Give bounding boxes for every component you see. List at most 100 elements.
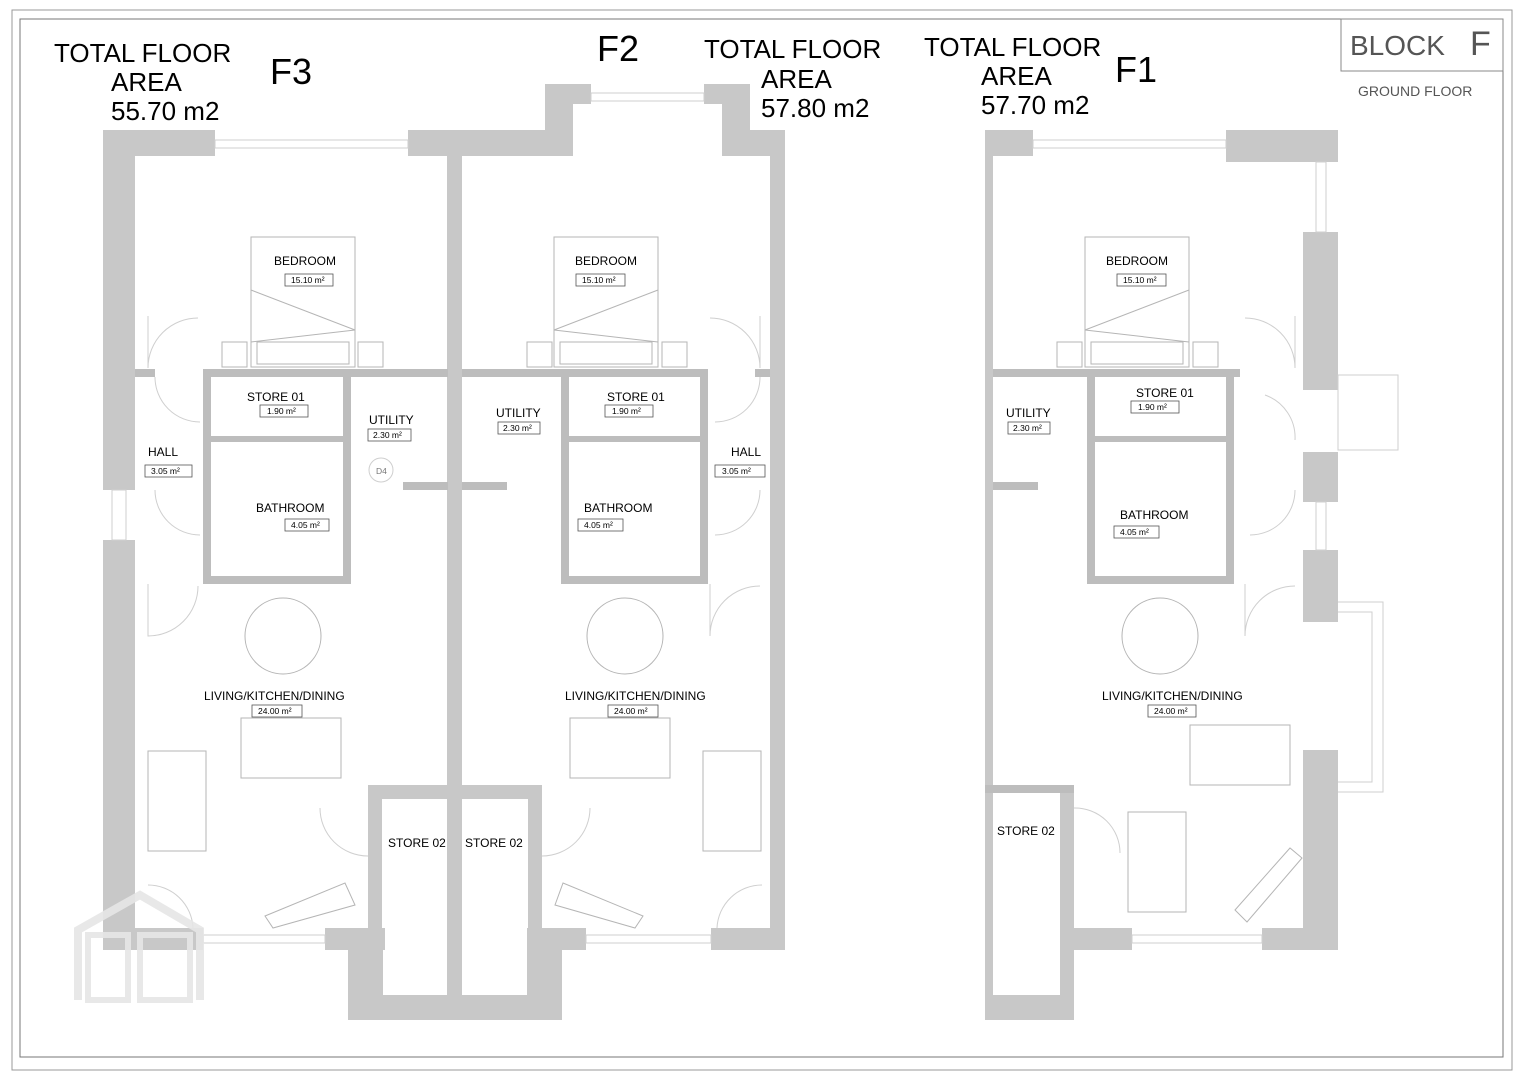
sofa-icon bbox=[1189, 724, 1291, 786]
bed-pillow bbox=[256, 341, 350, 365]
f3-utility-label: UTILITY bbox=[369, 413, 414, 427]
window bbox=[111, 489, 127, 541]
wall bbox=[1060, 928, 1132, 950]
f2-bathroom-area: 4.05 m² bbox=[584, 520, 613, 530]
wall bbox=[368, 785, 448, 799]
f3-f2-windows bbox=[111, 92, 712, 944]
f3-utility-area: 2.30 m² bbox=[373, 430, 402, 440]
area-tag bbox=[1147, 704, 1197, 718]
bed-pillow bbox=[1090, 341, 1184, 365]
f1-windows-furniture bbox=[1032, 139, 1399, 944]
wall bbox=[103, 540, 135, 950]
wall bbox=[528, 785, 542, 930]
f3-area-label-1: TOTAL FLOOR bbox=[54, 38, 231, 68]
f3-bathroom-label: BATHROOM bbox=[256, 501, 324, 515]
wall bbox=[1303, 750, 1338, 950]
f2-bedroom-area: 15.10 m² bbox=[582, 275, 616, 285]
f1-area-value: 57.70 m2 bbox=[981, 90, 1089, 120]
internal-wall bbox=[561, 576, 708, 584]
f2-unit-id: F2 bbox=[597, 28, 639, 69]
internal-wall bbox=[755, 369, 770, 377]
door-swing bbox=[1249, 489, 1296, 536]
door-swing bbox=[714, 489, 761, 536]
internal-wall bbox=[561, 436, 708, 442]
area-tag bbox=[284, 518, 330, 532]
f2-area-label-1: TOTAL FLOOR bbox=[704, 34, 881, 64]
internal-wall bbox=[135, 369, 155, 377]
party-wall bbox=[447, 156, 462, 996]
internal-wall bbox=[462, 369, 707, 377]
area-tag bbox=[1130, 400, 1180, 414]
wall bbox=[1303, 232, 1338, 390]
area-tag bbox=[604, 404, 654, 418]
wall bbox=[985, 130, 993, 1020]
f3-store01-area: 1.90 m² bbox=[267, 406, 296, 416]
internal-wall bbox=[1087, 369, 1095, 579]
f2-furniture bbox=[526, 236, 763, 929]
wall bbox=[711, 928, 785, 950]
armchair-icon bbox=[147, 750, 207, 852]
bedside-table bbox=[1192, 341, 1219, 368]
area-tag bbox=[577, 518, 624, 532]
f2-area-value: 57.80 m2 bbox=[761, 93, 869, 123]
bedside-table bbox=[526, 341, 553, 368]
window bbox=[1032, 139, 1227, 149]
bed-icon bbox=[250, 236, 356, 368]
door-swing bbox=[1264, 394, 1296, 441]
area-tag bbox=[607, 704, 659, 718]
tv-unit-icon bbox=[554, 882, 644, 929]
bay-window bbox=[1338, 601, 1384, 793]
f1-area-label-1: TOTAL FLOOR bbox=[924, 32, 1101, 62]
door-swing bbox=[147, 884, 194, 929]
bedside-table bbox=[221, 341, 248, 368]
f2-utility-label: UTILITY bbox=[496, 406, 541, 420]
f2-store01-area: 1.90 m² bbox=[612, 406, 641, 416]
area-tag bbox=[1113, 525, 1160, 539]
unit-f1-header: TOTAL FLOOR AREA 57.70 m2 F1 bbox=[924, 32, 1157, 120]
window bbox=[1315, 161, 1327, 233]
f2-area-label-2: AREA bbox=[761, 64, 832, 94]
f2-hall-label: HALL bbox=[731, 445, 761, 459]
wall bbox=[704, 84, 750, 104]
window bbox=[214, 139, 409, 149]
window bbox=[590, 92, 705, 102]
window bbox=[202, 934, 326, 944]
f3-hall-area: 3.05 m² bbox=[151, 466, 180, 476]
f1-living-area: 24.00 m² bbox=[1154, 706, 1188, 716]
f2-utility-area: 2.30 m² bbox=[503, 423, 532, 433]
internal-wall bbox=[462, 482, 507, 490]
door-swing bbox=[147, 316, 199, 369]
f3-store01-label: STORE 01 bbox=[247, 390, 305, 404]
dining-table-icon bbox=[586, 597, 664, 675]
window bbox=[1315, 501, 1327, 551]
f3-living-area: 24.00 m² bbox=[258, 706, 292, 716]
f2-store01-label: STORE 01 bbox=[607, 390, 665, 404]
external-step bbox=[1337, 374, 1399, 451]
area-tag bbox=[1007, 421, 1051, 435]
door-swing bbox=[319, 807, 369, 857]
tv-unit-icon bbox=[1234, 847, 1303, 923]
door-swing bbox=[1073, 807, 1121, 854]
f1-utility-area: 2.30 m² bbox=[1013, 423, 1042, 433]
area-tag bbox=[284, 273, 334, 287]
door-swing bbox=[147, 584, 199, 637]
internal-wall bbox=[403, 482, 448, 490]
f3-living-label: LIVING/KITCHEN/DINING bbox=[204, 689, 345, 703]
block-label: BLOCK bbox=[1350, 30, 1445, 61]
f2-bathroom-label: BATHROOM bbox=[584, 501, 652, 515]
internal-wall bbox=[203, 369, 448, 377]
wall bbox=[462, 785, 542, 799]
door-swing bbox=[541, 807, 591, 857]
wall bbox=[1060, 785, 1074, 1020]
sheet-border bbox=[11, 9, 1513, 1071]
bay-window bbox=[1338, 611, 1373, 783]
wall bbox=[1303, 452, 1338, 502]
f1-area-label-2: AREA bbox=[981, 61, 1052, 91]
f3-area-value: 55.70 m2 bbox=[111, 96, 219, 126]
door-swing bbox=[154, 376, 201, 423]
f3-bedroom-label: BEDROOM bbox=[274, 254, 336, 268]
f1-bedroom-label: BEDROOM bbox=[1106, 254, 1168, 268]
bed-pillow bbox=[559, 341, 653, 365]
wall bbox=[545, 84, 591, 104]
bedside-table bbox=[357, 341, 384, 368]
